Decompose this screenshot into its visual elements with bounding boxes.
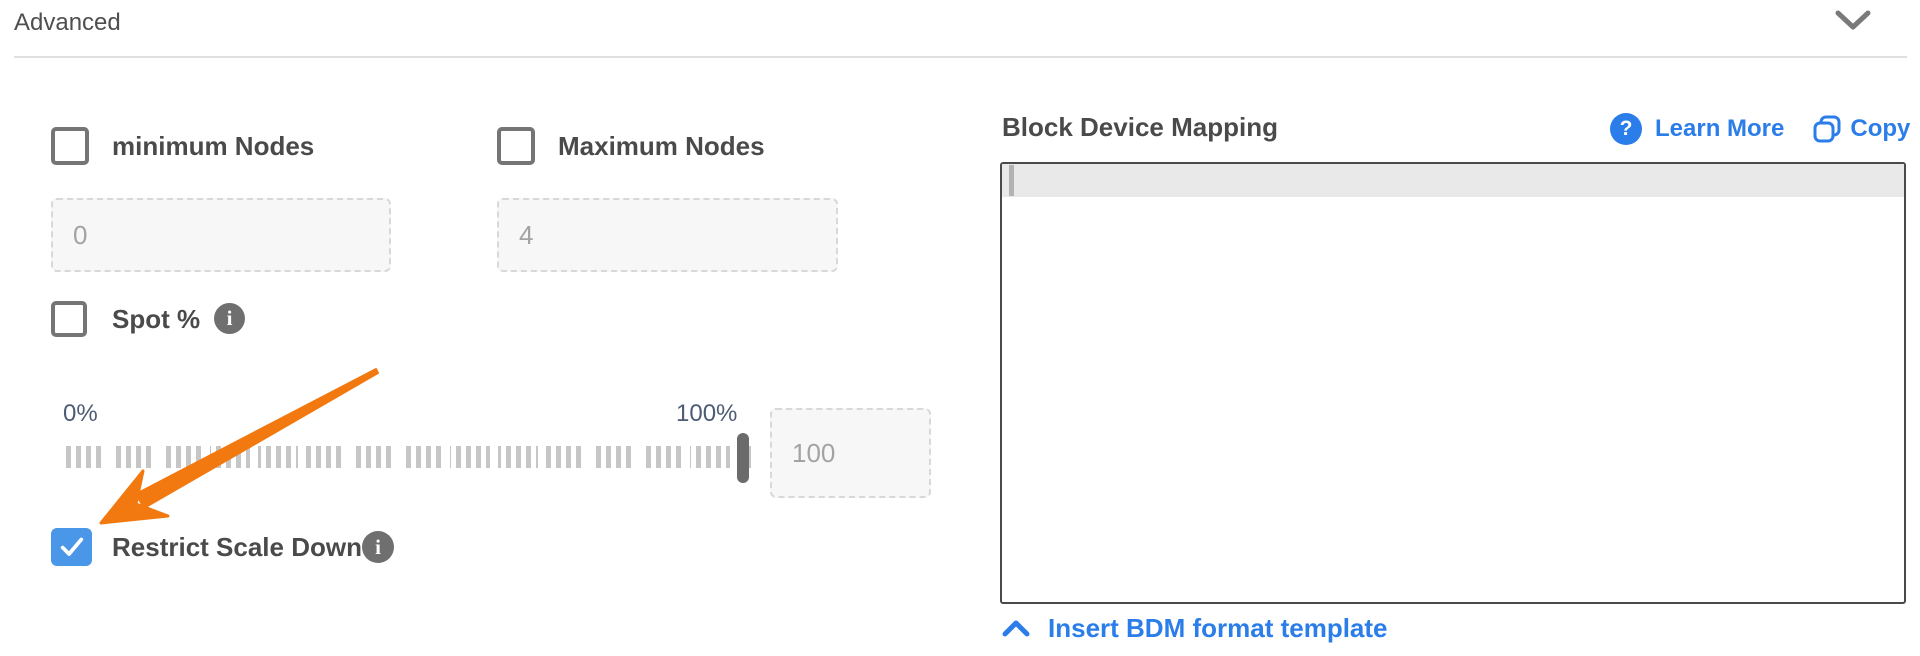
restrict-scale-down-label: Restrict Scale Down — [112, 532, 362, 562]
chevron-down-icon[interactable] — [1835, 10, 1871, 37]
copy-label: Copy — [1850, 115, 1911, 142]
learn-more-label: Learn More — [1655, 115, 1785, 142]
copy-icon — [1813, 115, 1841, 143]
maximum-nodes-checkbox[interactable] — [497, 127, 535, 165]
slider-max-label: 100% — [676, 400, 738, 427]
spot-percent-label: Spot % — [112, 304, 201, 334]
learn-more-button[interactable]: ? Learn More — [1610, 113, 1784, 145]
copy-button[interactable]: Copy — [1812, 114, 1910, 144]
minimum-nodes-input[interactable] — [51, 198, 391, 272]
insert-bdm-template-label: Insert BDM format template — [1048, 613, 1388, 643]
restrict-scale-down-checkbox[interactable] — [51, 528, 92, 566]
editor-active-line — [1002, 164, 1904, 197]
insert-bdm-template-link[interactable]: Insert BDM format template — [1002, 610, 1388, 646]
spot-info-icon[interactable]: i — [214, 303, 245, 334]
spot-percent-checkbox[interactable] — [51, 301, 87, 337]
minimum-nodes-label: minimum Nodes — [112, 131, 315, 161]
maximum-nodes-label: Maximum Nodes — [558, 131, 765, 161]
maximum-nodes-input[interactable] — [497, 198, 838, 272]
section-divider — [14, 56, 1907, 58]
spot-percent-slider-handle[interactable] — [737, 433, 749, 483]
bdm-actions: ? Learn More Copy — [1610, 113, 1910, 145]
bdm-title: Block Device Mapping — [1002, 112, 1278, 142]
spot-percent-value-input[interactable] — [770, 408, 931, 498]
minimum-nodes-checkbox[interactable] — [51, 127, 89, 165]
chevron-up-icon — [1002, 620, 1030, 637]
checkmark-icon — [60, 537, 83, 556]
restrict-info-icon[interactable]: i — [362, 531, 394, 563]
slider-min-label: 0% — [63, 400, 98, 427]
help-question-icon: ? — [1610, 113, 1642, 145]
spot-percent-slider-track[interactable] — [66, 446, 754, 468]
editor-caret — [1009, 165, 1014, 196]
section-title-advanced: Advanced — [14, 9, 121, 36]
bdm-editor[interactable] — [1000, 162, 1906, 604]
